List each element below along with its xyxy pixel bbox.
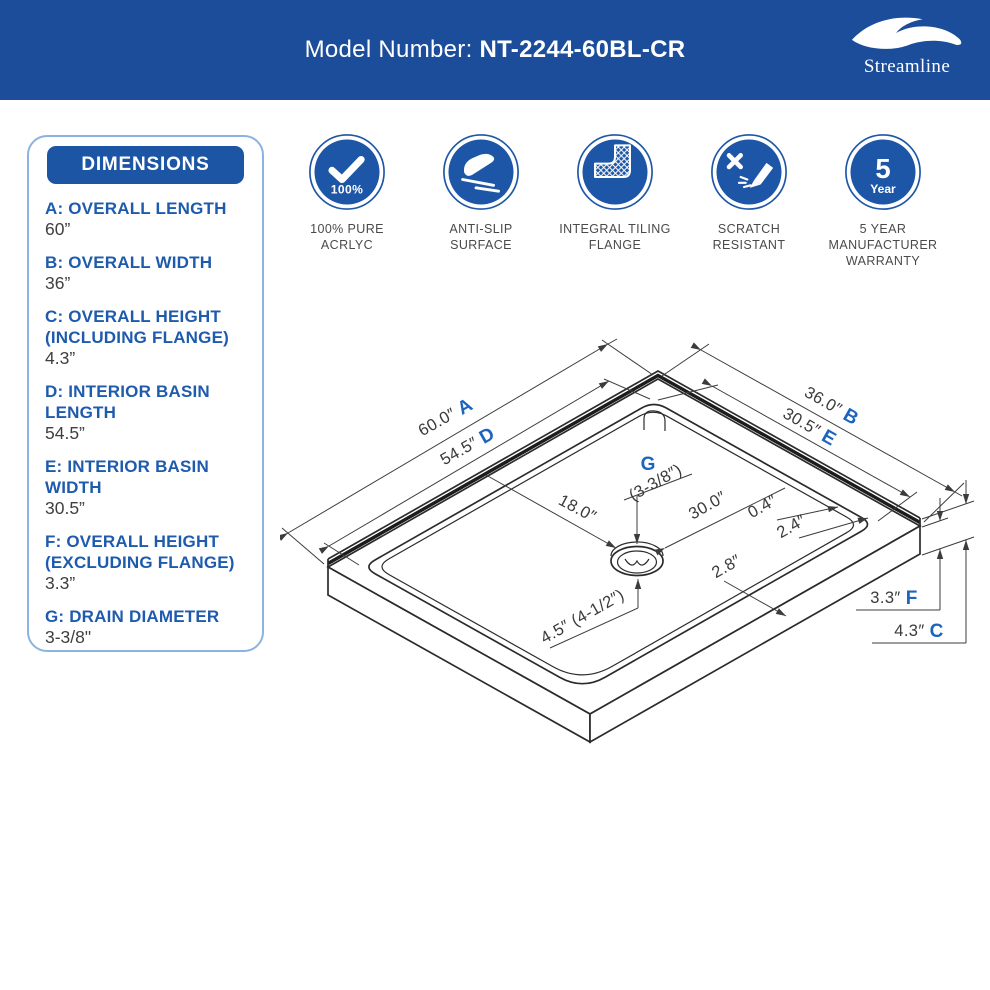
dimension-value: 36” bbox=[45, 273, 71, 293]
dim-d-value: 54.5″ bbox=[437, 434, 481, 469]
dimensions-panel: DIMENSIONS A: OVERALL LENGTH 60” B: OVER… bbox=[27, 135, 264, 652]
dimension-item-f: F: OVERALL HEIGHT (EXCLUDING FLANGE) 3.3… bbox=[45, 531, 246, 594]
feature-tiling-flange: INTEGRAL TILING FLANGE bbox=[548, 132, 682, 282]
model-number-value: NT-2244-60BL-CR bbox=[479, 36, 686, 63]
dim-label-a: 60.0″A bbox=[415, 394, 477, 441]
dimension-label: B: OVERALL WIDTH bbox=[45, 253, 213, 272]
dim-b-value: 36.0″ bbox=[801, 383, 845, 418]
feature-caption: ANTI-SLIP SURFACE bbox=[449, 222, 513, 252]
feature-caption: 5 YEAR MANUFACTURER WARRANTY bbox=[828, 222, 938, 268]
model-number-label: Model Number: bbox=[304, 36, 473, 63]
badge-year-text: Year bbox=[870, 182, 896, 196]
feature-warranty: 5 Year 5 YEAR MANUFACTURER WARRANTY bbox=[816, 132, 950, 282]
dimension-label: E: INTERIOR BASIN WIDTH bbox=[45, 457, 209, 497]
dim-label-g-letter: G bbox=[641, 454, 656, 475]
scratch-resistant-icon bbox=[711, 134, 787, 210]
dim-c-letter: C bbox=[930, 621, 944, 642]
badge-5-text: 5 bbox=[875, 153, 890, 184]
feature-caption: INTEGRAL TILING FLANGE bbox=[559, 222, 671, 252]
tiling-flange-icon bbox=[577, 134, 653, 210]
dimension-value: 60” bbox=[45, 219, 71, 239]
checkmark-100-icon: 100% bbox=[309, 134, 385, 210]
badge-100-text: 100% bbox=[331, 183, 364, 197]
brand-name: Streamline bbox=[863, 56, 951, 77]
dimension-item-e: E: INTERIOR BASIN WIDTH 30.5” bbox=[45, 456, 246, 519]
dim-label-c: 4.3″ C bbox=[894, 621, 944, 642]
dimension-value: 54.5” bbox=[45, 423, 85, 443]
anti-slip-icon bbox=[443, 134, 519, 210]
feature-anti-slip: ANTI-SLIP SURFACE bbox=[414, 132, 548, 282]
dimension-label: D: INTERIOR BASIN LENGTH bbox=[45, 382, 210, 422]
dimension-label: C: OVERALL HEIGHT (INCLUDING FLANGE) bbox=[45, 307, 229, 347]
dimension-value: 3.3” bbox=[45, 573, 76, 593]
dimension-lines bbox=[280, 338, 975, 649]
dim-d-letter: D bbox=[476, 423, 499, 448]
streamline-swoosh-icon bbox=[851, 17, 962, 49]
dimensions-panel-title: DIMENSIONS bbox=[47, 146, 244, 184]
dim-label-f: 3.3″ F bbox=[870, 588, 917, 609]
feature-badges-row: 100% 100% PURE ACRLYC ANTI-SLIP SURFACE bbox=[280, 132, 950, 282]
shower-base-diagram: 60.0″A 54.5″D 36.0″B 30.5″E 18.0″ 30.0″ … bbox=[280, 338, 975, 744]
dim-f-letter: F bbox=[906, 588, 918, 609]
feature-caption: 100% PURE ACRLYC bbox=[310, 222, 384, 252]
dim-c-value: 4.3″ bbox=[894, 622, 924, 640]
banner: Model Number: NT-2244-60BL-CR Streamline bbox=[0, 0, 990, 100]
dimension-label: G: DRAIN DIAMETER bbox=[45, 607, 220, 626]
dimension-value: 30.5” bbox=[45, 498, 85, 518]
dim-b-letter: B bbox=[839, 405, 862, 430]
brand-logo: Streamline bbox=[842, 10, 972, 94]
feature-pure-acrylic: 100% 100% PURE ACRLYC bbox=[280, 132, 414, 282]
dim-f-value: 3.3″ bbox=[870, 589, 900, 607]
dimension-value: 3-3/8" bbox=[45, 627, 92, 647]
dimension-item-a: A: OVERALL LENGTH 60” bbox=[45, 198, 246, 240]
dim-a-letter: A bbox=[454, 394, 477, 419]
model-number-line: Model Number: NT-2244-60BL-CR bbox=[0, 0, 990, 100]
dimension-label: F: OVERALL HEIGHT (EXCLUDING FLANGE) bbox=[45, 532, 235, 572]
dimension-value: 4.3” bbox=[45, 348, 76, 368]
dim-a-value: 60.0″ bbox=[415, 405, 459, 440]
feature-scratch-resistant: SCRATCH RESISTANT bbox=[682, 132, 816, 282]
dimension-item-g: G: DRAIN DIAMETER 3-3/8" bbox=[45, 606, 246, 648]
feature-caption: SCRATCH RESISTANT bbox=[712, 222, 786, 252]
warranty-5-year-icon: 5 Year bbox=[845, 134, 921, 210]
dim-e-value: 30.5″ bbox=[780, 405, 824, 440]
dimension-item-d: D: INTERIOR BASIN LENGTH 54.5” bbox=[45, 381, 246, 444]
dimension-item-c: C: OVERALL HEIGHT (INCLUDING FLANGE) 4.3… bbox=[45, 306, 246, 369]
dimension-label: A: OVERALL LENGTH bbox=[45, 199, 227, 218]
dimension-item-b: B: OVERALL WIDTH 36” bbox=[45, 252, 246, 294]
